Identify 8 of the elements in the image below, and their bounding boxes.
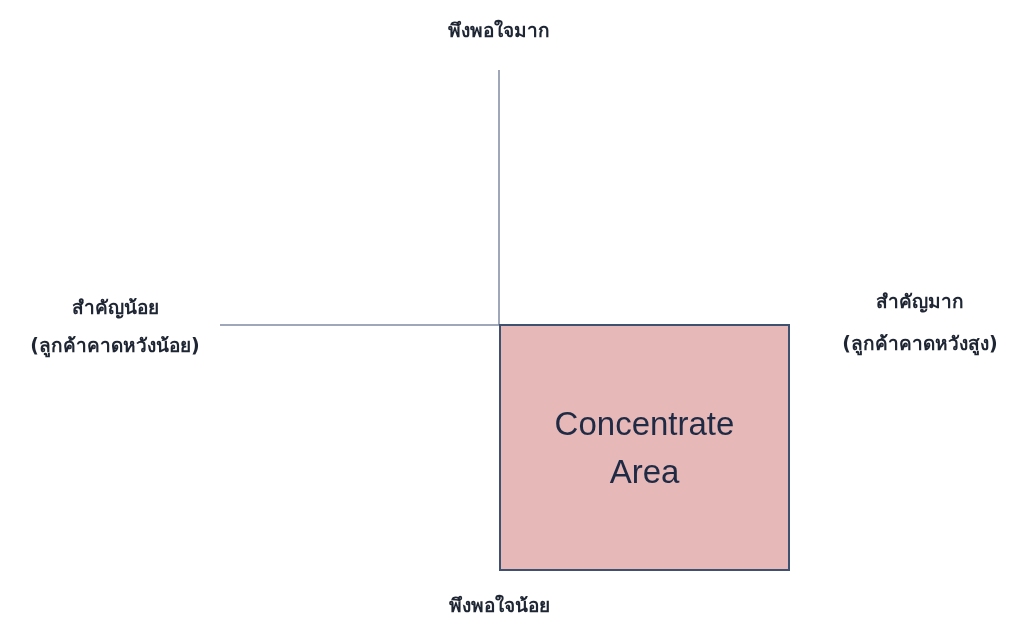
quadrant-box — [499, 324, 790, 571]
axis-label: พึงพอใจมาก — [448, 18, 550, 43]
axis-label: สำคัญมาก — [876, 289, 964, 315]
axis-label: (ลูกค้าคาดหวังสูง) — [842, 331, 998, 358]
axis-label: (ลูกค้าคาดหวังน้อย) — [30, 333, 200, 360]
axis-label: พึงพอใจน้อย — [448, 593, 550, 618]
axis-label: สำคัญน้อย — [71, 295, 159, 321]
quadrant-label: Concentrate Area — [553, 403, 736, 492]
